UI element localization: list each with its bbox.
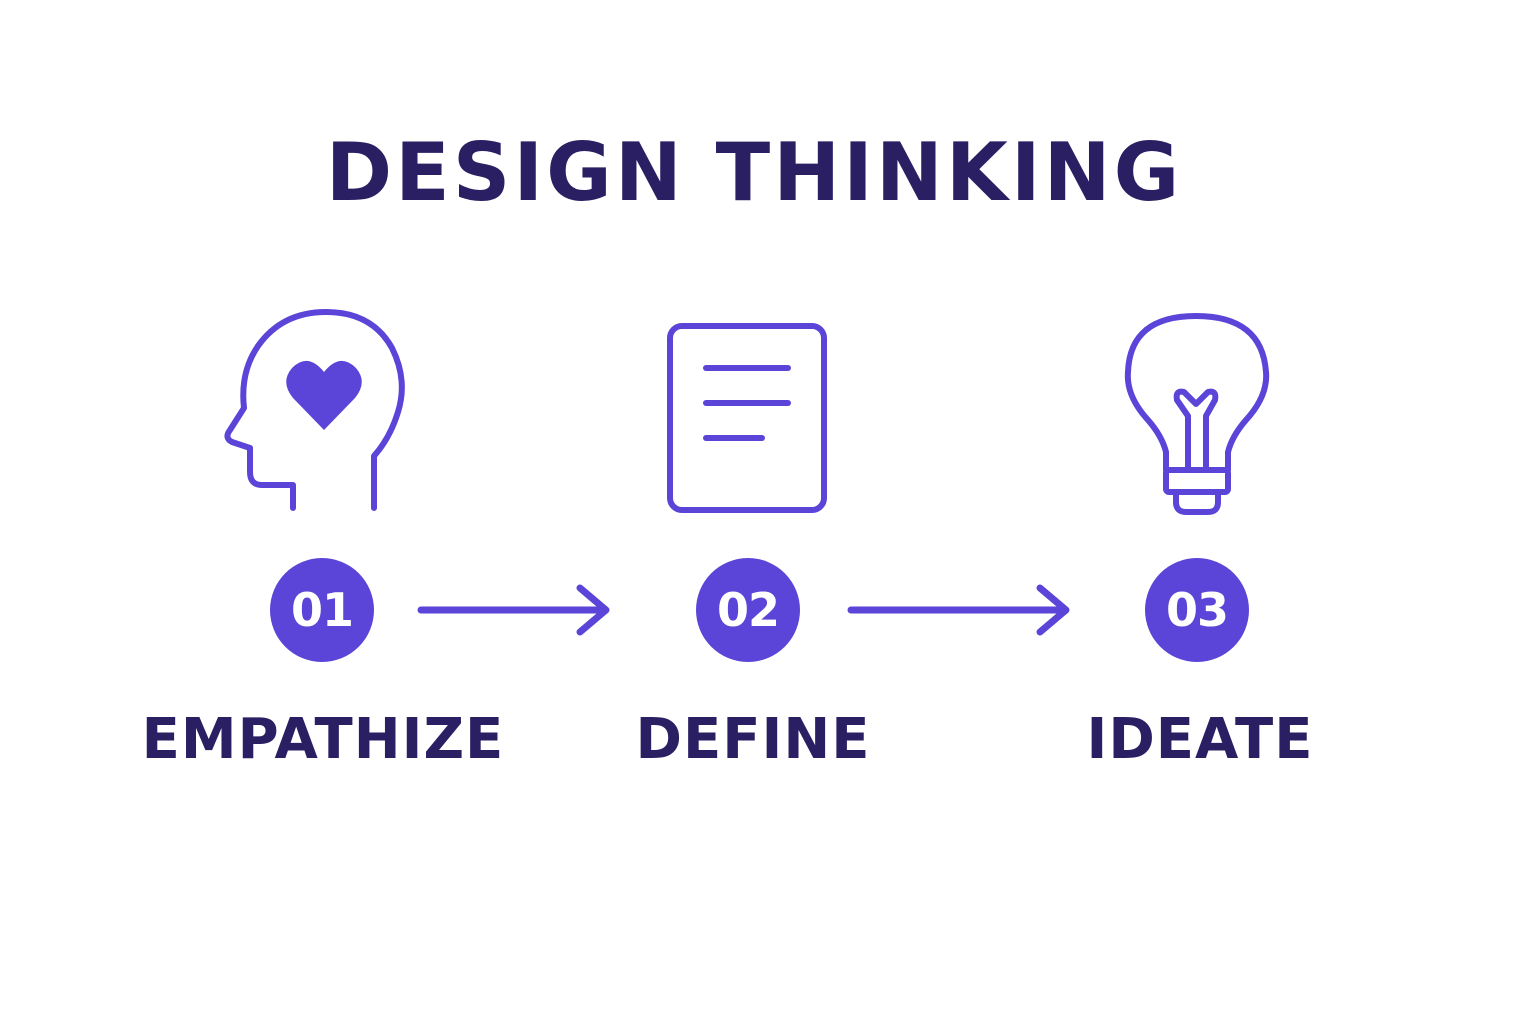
diagram-title: DESIGN THINKING [325,126,1183,219]
step-badge-02: 02 [696,558,800,662]
document-icon [667,323,827,513]
step-badge-03: 03 [1145,558,1249,662]
step-label-empathize: EMPATHIZE [141,707,505,772]
step-label-ideate: IDEATE [1086,707,1314,772]
arrow-right-icon [417,584,610,636]
arrow-right-icon [847,584,1070,636]
heart-icon [286,360,362,430]
lightbulb-icon [1124,313,1270,515]
step-badge-01: 01 [270,558,374,662]
head-heart-icon [224,309,405,511]
step-label-define: DEFINE [635,707,871,772]
